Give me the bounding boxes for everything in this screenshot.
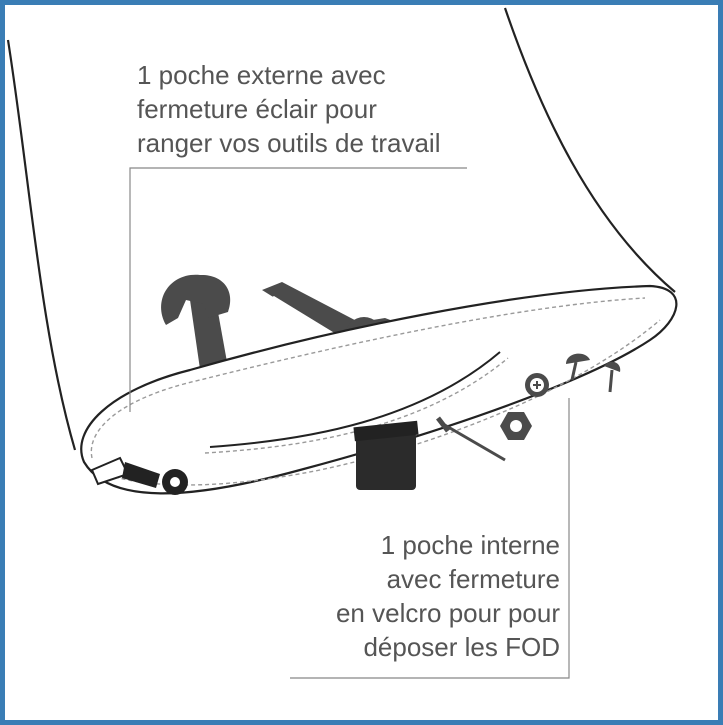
velcro-strap-icon <box>356 432 416 490</box>
zipper-pull-icon <box>90 456 188 495</box>
boot-cover-outline-right <box>503 7 676 293</box>
inner-pocket-label-line-4: déposer les FOD <box>363 632 560 662</box>
outer-pocket-label-line-3: ranger vos outils de travail <box>137 128 441 158</box>
rivet-icon <box>566 353 621 393</box>
screw-icon <box>525 373 549 397</box>
nail-icon <box>436 416 506 462</box>
inner-pocket-label: 1 poche interne avec fermeture en velcro… <box>336 528 560 664</box>
boot-cover-outline <box>6 39 77 451</box>
leader-line-top <box>129 167 467 412</box>
outer-pocket-label-line-1: 1 poche externe avec <box>137 60 386 90</box>
outer-pocket-label-line-2: fermeture éclair pour <box>137 94 377 124</box>
inner-pocket-label-line-2: avec fermeture <box>386 564 560 594</box>
inner-pocket-label-line-3: en velcro pour pour <box>335 598 560 628</box>
nut-icon <box>500 412 532 440</box>
lower-seam <box>94 319 661 486</box>
leader-line-bottom <box>290 398 570 679</box>
outer-pocket-label: 1 poche externe avec fermeture éclair po… <box>137 58 440 160</box>
inner-pocket-label-line-1: 1 poche interne <box>380 530 560 560</box>
outer-pocket <box>80 284 678 495</box>
inner-pocket-opening <box>209 351 501 448</box>
